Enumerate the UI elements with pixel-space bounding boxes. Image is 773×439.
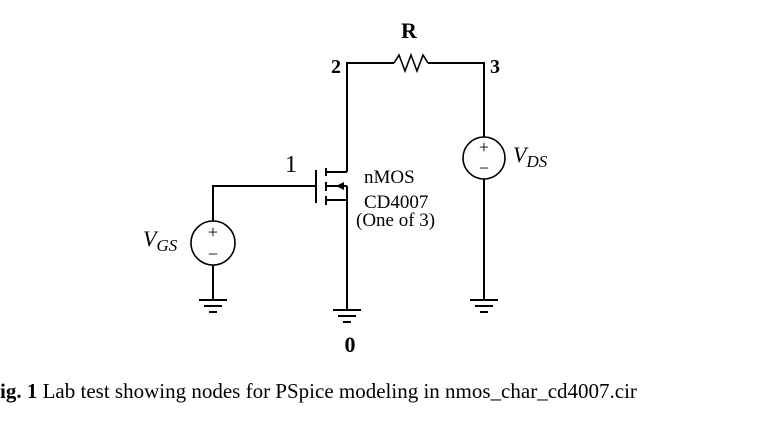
vds-plus: +: [479, 137, 489, 157]
vds-source: + −: [462, 136, 506, 180]
ground-node0: [333, 309, 361, 323]
vgs-plus: +: [208, 222, 218, 242]
node-label-1: 1: [285, 152, 297, 178]
arrow-icon: [336, 182, 344, 190]
vgs-source: + −: [190, 220, 236, 266]
nmos-transistor: [315, 158, 348, 205]
wire-resistor-node3: [428, 62, 485, 137]
figure-caption: ig. 1 Lab test showing nodes for PSpice …: [0, 379, 637, 403]
vds-label: VDS: [513, 142, 548, 171]
vgs-label: VGS: [143, 226, 178, 255]
node-label-3: 3: [490, 56, 500, 78]
transistor-note: (One of 3): [356, 210, 435, 231]
resistor-label: R: [401, 18, 418, 43]
ground-vgs: [199, 299, 227, 313]
wire-gate-node1: [212, 185, 316, 221]
ground-vds: [470, 299, 498, 313]
node-label-2: 2: [331, 56, 341, 78]
wire-node2-resistor: [346, 62, 394, 158]
transistor-type: nMOS: [364, 167, 415, 188]
transistor-part: CD4007: [364, 192, 428, 213]
vgs-minus: −: [208, 244, 218, 264]
vds-minus: −: [479, 158, 489, 178]
resistor-symbol: [393, 52, 429, 74]
node-label-0: 0: [345, 332, 356, 357]
